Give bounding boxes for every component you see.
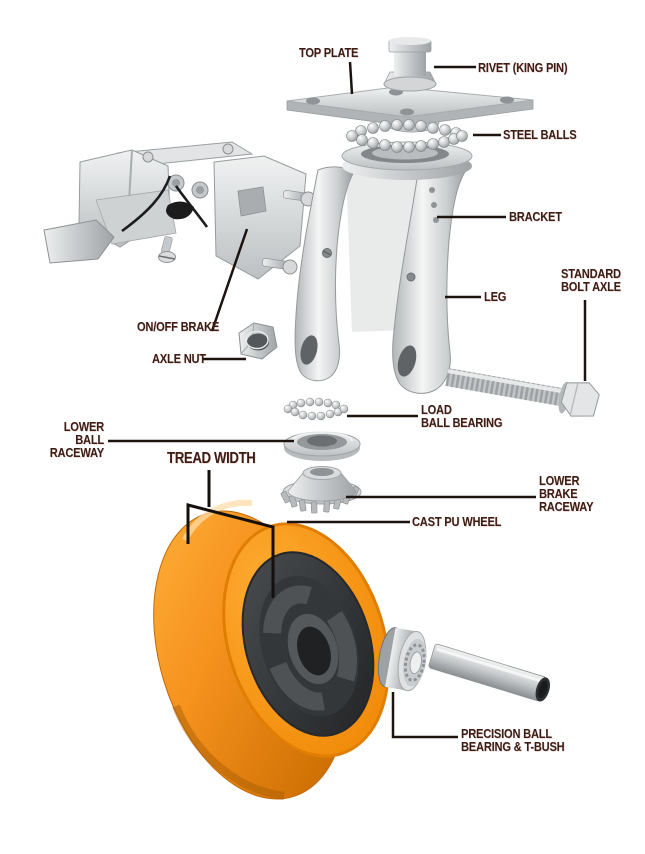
leg-left <box>294 166 355 382</box>
lower-ball-raceway-part <box>283 431 361 461</box>
leader-on-off-brake <box>210 228 249 332</box>
label-lower-brake-raceway: LOWER BRAKE RACEWAY <box>539 473 594 514</box>
leader-precision-bearing <box>391 692 458 739</box>
label-tread-width: TREAD WIDTH <box>167 450 256 467</box>
axle-tube-part <box>428 643 550 702</box>
label-on-off-brake: ON/OFF BRAKE <box>137 319 220 334</box>
label-bracket: BRACKET <box>509 209 562 224</box>
label-top-plate: TOP PLATE <box>299 45 359 60</box>
label-steel-balls: STEEL BALLS <box>503 127 577 142</box>
brake-screw <box>158 236 176 263</box>
leg-right <box>392 161 468 394</box>
label-precision-ball-bearing: PRECISION BALL BEARING & T-BUSH <box>461 726 565 754</box>
label-axle-nut: AXLE NUT <box>152 351 206 366</box>
brake-bolt <box>261 190 316 275</box>
bolt-axle-part <box>445 368 600 417</box>
label-cast-pu-wheel: CAST PU WHEEL <box>412 514 502 529</box>
label-leg: LEG <box>484 289 507 304</box>
on-off-brake-part <box>43 141 316 280</box>
label-rivet-king-pin: RIVET (KING PIN) <box>478 60 568 75</box>
tread-width-bracket <box>186 470 275 598</box>
cast-pu-wheel-part <box>153 499 390 800</box>
precision-bearing-part <box>377 627 427 692</box>
label-standard-bolt-axle: STANDARD BOLT AXLE <box>561 266 621 294</box>
lower-brake-raceway-part <box>280 466 362 514</box>
rivet-king-pin-part <box>383 37 437 92</box>
leader-top-plate <box>348 61 354 95</box>
label-lower-ball-raceway: LOWER BALL RACEWAY <box>49 419 104 460</box>
label-load-ball-bearing: LOAD BALL BEARING <box>421 402 503 430</box>
bracket-fork-part <box>294 141 473 394</box>
brake-spring <box>121 175 209 233</box>
load-ball-bearing-part <box>283 397 349 421</box>
axle-nut-part <box>238 322 278 360</box>
